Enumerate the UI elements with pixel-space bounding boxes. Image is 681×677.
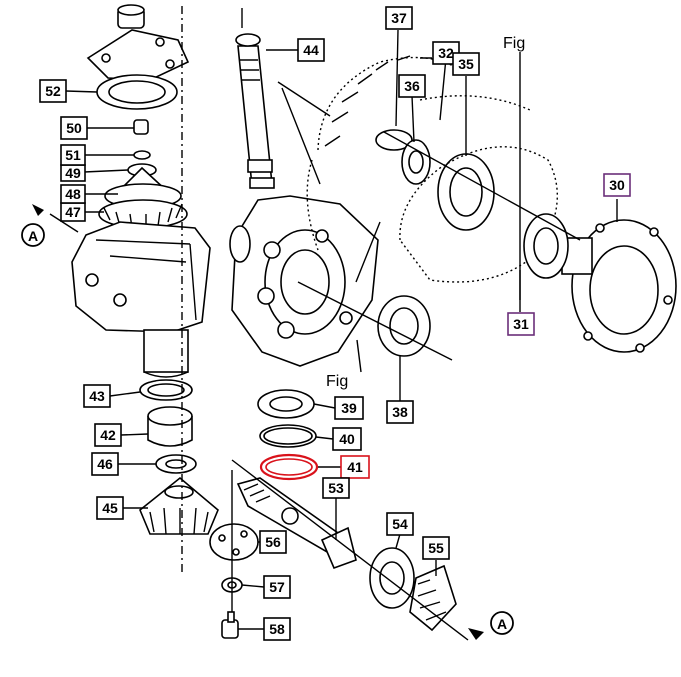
callout-31: 31: [507, 312, 535, 336]
callout-50: 50: [60, 116, 88, 140]
cover-plate-56-part: [209, 523, 259, 561]
svg-text:A: A: [28, 228, 38, 244]
svg-text:44: 44: [303, 42, 319, 58]
svg-text:42: 42: [100, 427, 116, 443]
callout-37: 37: [385, 6, 413, 30]
bearing-38-part: [377, 295, 431, 357]
reference-arrow-right: [468, 628, 484, 640]
bearing-46-part: [155, 454, 197, 474]
callout-56: 56: [259, 530, 287, 554]
hub-31-part: [523, 213, 569, 279]
bearing-35-part: [437, 153, 495, 231]
callout-38: 38: [386, 400, 414, 424]
svg-text:40: 40: [339, 431, 355, 447]
bevel-gear-48-part: [98, 166, 188, 229]
svg-text:45: 45: [102, 500, 118, 516]
callout-leaders: [65, 29, 618, 630]
flange-30-part: [561, 219, 677, 353]
seal-52-part: [96, 74, 178, 110]
callout-52: 52: [39, 79, 67, 103]
bearing-54-part: [369, 547, 415, 609]
callout-45: 45: [96, 496, 124, 520]
callout-42: 42: [94, 423, 122, 447]
svg-text:54: 54: [392, 516, 408, 532]
svg-text:48: 48: [65, 186, 81, 202]
svg-text:30: 30: [609, 177, 625, 193]
bevel-gear-55-part: [409, 564, 457, 632]
svg-text:31: 31: [513, 316, 529, 332]
svg-text:32: 32: [438, 45, 454, 61]
bearing-36-part: [401, 139, 431, 185]
callout-36: 36: [398, 74, 426, 98]
bearing-race-42-part: [147, 406, 193, 447]
pinion-shaft-53-part: [236, 477, 357, 570]
svg-text:46: 46: [97, 456, 113, 472]
reference-arrow-left: [32, 204, 44, 216]
top-flange-housing: [86, 4, 190, 81]
callout-55: 55: [422, 536, 450, 560]
callout-51: 51: [60, 144, 86, 166]
shaft-44-part: [235, 33, 275, 189]
o-ring-40-part: [259, 424, 317, 448]
reference-a-right: A: [490, 611, 514, 635]
bolt-50-part: [133, 119, 149, 135]
callout-43: 43: [83, 384, 111, 408]
right-housing-outline: [399, 95, 558, 283]
callout-49: 49: [60, 164, 86, 182]
ring-41-part-highlighted: [259, 453, 319, 481]
callout-53: 53: [322, 477, 350, 499]
callout-41-highlighted: 41: [340, 455, 370, 479]
callout-46: 46: [91, 452, 119, 476]
parts-drawing: [32, 4, 677, 641]
callout-48: 48: [60, 184, 86, 204]
svg-text:39: 39: [341, 400, 357, 416]
svg-text:52: 52: [45, 83, 61, 99]
callout-30: 30: [603, 173, 631, 197]
svg-text:51: 51: [65, 147, 81, 163]
callout-44: 44: [297, 38, 325, 62]
center-gearbox-housing: [229, 195, 379, 367]
svg-text:41: 41: [347, 459, 363, 475]
svg-text:37: 37: [391, 10, 407, 26]
svg-text:38: 38: [392, 404, 408, 420]
ring-43-part: [139, 379, 193, 401]
bevel-pinion-45-part: [139, 476, 219, 535]
svg-text:49: 49: [65, 165, 81, 181]
bolt-58-part: [221, 611, 239, 639]
callout-54: 54: [386, 512, 414, 536]
callout-39: 39: [334, 396, 364, 420]
svg-text:50: 50: [66, 120, 82, 136]
svg-text:56: 56: [265, 534, 281, 550]
svg-text:A: A: [497, 616, 507, 632]
bearing-39-part: [257, 389, 315, 419]
fig-label-top: Fig: [503, 35, 525, 52]
svg-text:43: 43: [89, 388, 105, 404]
callout-35: 35: [452, 52, 480, 76]
callout-40: 40: [332, 427, 362, 451]
svg-text:47: 47: [65, 204, 81, 220]
svg-text:55: 55: [428, 540, 444, 556]
fig-label-middle: Fig: [326, 373, 348, 390]
assembly-centerlines: [49, 6, 581, 641]
reference-a-left: A: [21, 223, 45, 247]
ring-gear-37-part: [306, 55, 461, 251]
svg-text:58: 58: [269, 621, 285, 637]
svg-text:35: 35: [458, 56, 474, 72]
svg-text:57: 57: [269, 579, 285, 595]
callout-47: 47: [60, 202, 86, 222]
svg-text:53: 53: [328, 480, 344, 496]
callout-58: 58: [263, 617, 291, 641]
svg-text:36: 36: [404, 78, 420, 94]
callout-57: 57: [263, 575, 291, 599]
gearbox-housing-left: [71, 221, 211, 378]
